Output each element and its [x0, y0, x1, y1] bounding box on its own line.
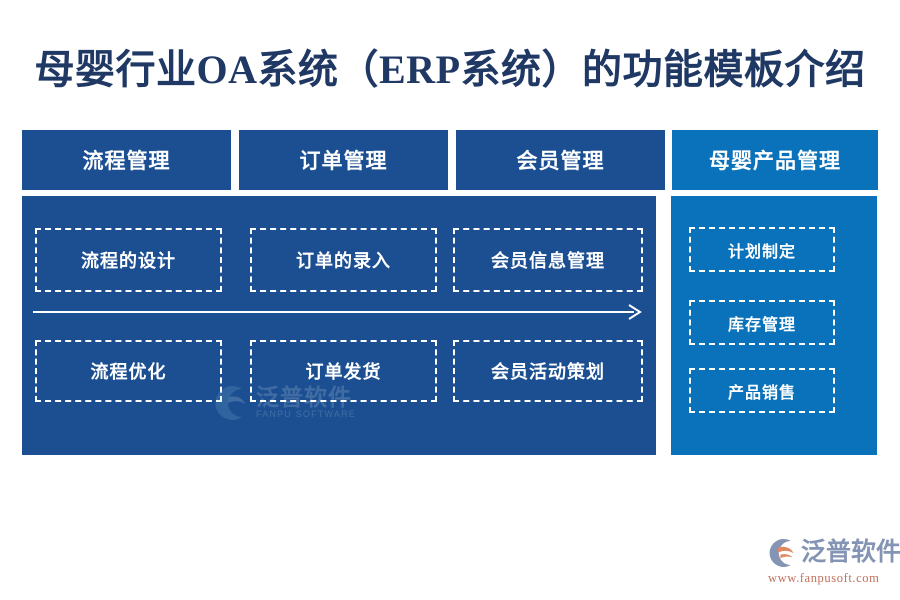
header-box-label: 订单管理 — [299, 149, 388, 173]
header-box-order-management[interactable]: 订单管理 — [239, 130, 448, 190]
header-box-process-management[interactable]: 流程管理 — [22, 130, 231, 190]
cell-label: 计划制定 — [727, 243, 796, 261]
header-row: 流程管理 订单管理 会员管理 母婴产品管理 — [22, 130, 878, 190]
header-box-label: 会员管理 — [516, 149, 605, 173]
cell-plan-formulation[interactable]: 计划制定 — [689, 227, 835, 272]
page-title: 母婴行业OA系统（ERP系统）的功能模板介绍 — [34, 47, 866, 92]
cell-label: 会员信息管理 — [491, 251, 605, 271]
left-content-panel: 流程的设计 订单的录入 会员信息管理 流程优化 订单发货 会员活动策划 泛普软件… — [22, 196, 656, 455]
cell-label: 产品销售 — [727, 384, 796, 402]
cell-member-activity-planning[interactable]: 会员活动策划 — [453, 340, 643, 402]
cell-process-optimization[interactable]: 流程优化 — [35, 340, 222, 402]
header-box-member-management[interactable]: 会员管理 — [456, 130, 665, 190]
brand-logo: 泛普软件 www.fanpusoft.com — [766, 536, 900, 588]
cell-process-design[interactable]: 流程的设计 — [35, 228, 222, 292]
company-logo-name: 泛普软件 — [801, 539, 900, 566]
cell-label: 订单发货 — [305, 362, 382, 382]
cell-product-sales[interactable]: 产品销售 — [689, 368, 835, 413]
header-box-label: 母婴产品管理 — [709, 149, 841, 173]
cell-label: 流程优化 — [90, 362, 167, 382]
flow-direction-arrow-icon — [33, 304, 642, 320]
watermark-subtitle: FANPU SOFTWARE — [256, 409, 356, 420]
company-logo-icon — [769, 539, 794, 567]
cell-inventory-management[interactable]: 库存管理 — [689, 300, 835, 345]
cell-member-info-management[interactable]: 会员信息管理 — [453, 228, 643, 292]
cell-label: 库存管理 — [727, 316, 796, 334]
cell-order-entry[interactable]: 订单的录入 — [250, 228, 437, 292]
cell-label: 会员活动策划 — [491, 362, 605, 382]
cell-label: 订单的录入 — [296, 251, 391, 271]
header-box-maternal-product-management[interactable]: 母婴产品管理 — [672, 130, 878, 190]
header-box-label: 流程管理 — [82, 149, 171, 173]
cell-label: 流程的设计 — [81, 251, 176, 271]
company-logo-url: www.fanpusoft.com — [768, 571, 880, 585]
right-content-panel: 计划制定 库存管理 产品销售 — [671, 196, 877, 455]
cell-order-shipment[interactable]: 订单发货 — [250, 340, 437, 402]
